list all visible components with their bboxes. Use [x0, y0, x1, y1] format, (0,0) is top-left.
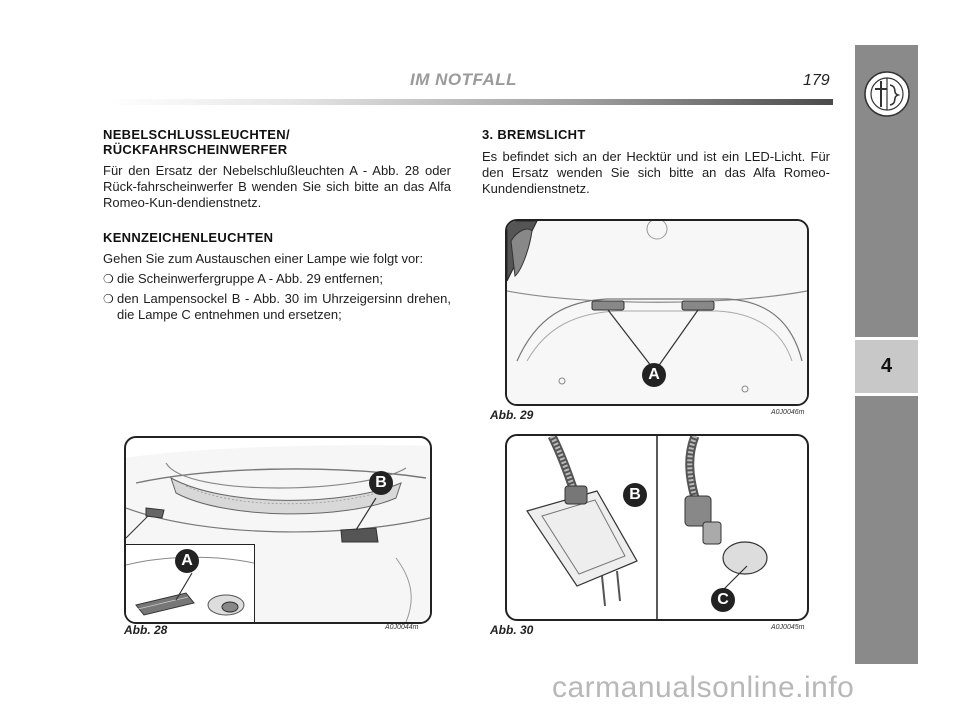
chapter-tab[interactable]: 4 — [855, 340, 918, 393]
section-title-bremslicht: 3. BREMSLICHT — [482, 127, 586, 142]
section-body-bremslicht: Es befindet sich an der Hecktür und ist … — [482, 149, 830, 196]
label-a-marker: A — [642, 363, 666, 387]
label-a-marker: A — [175, 549, 199, 573]
figure-30: B C — [505, 434, 809, 621]
section-body-nebelschluss: Für den Ersatz der Nebelschlußleuchten A… — [103, 163, 451, 210]
figure-28-caption: Abb. 28 — [124, 623, 168, 637]
watermark-text: carmanualsonline.info — [552, 671, 855, 704]
figure-29-caption: Abb. 29 — [490, 408, 534, 422]
chapter-header-title: IM NOTFALL — [410, 70, 517, 89]
label-b-marker: B — [623, 483, 647, 507]
list-item: die Scheinwerfergruppe A - Abb. 29 entfe… — [103, 271, 451, 287]
figure-30-caption: Abb. 30 — [490, 623, 534, 637]
figure-29-code: A0J0046m — [771, 409, 805, 416]
page-number: 179 — [803, 72, 830, 89]
figure-30-code: A0J0045m — [771, 624, 805, 631]
figure-28-code: A0J0044m — [385, 624, 419, 631]
header-rule — [108, 99, 833, 105]
section-title-kennzeichen: KENNZEICHENLEUCHTEN — [103, 230, 274, 245]
label-c-marker: C — [711, 588, 735, 612]
right-text-column: 3. BREMSLICHT Es befindet sich an der He… — [482, 127, 830, 197]
left-text-column: NEBELSCHLUSSLEUCHTEN/RÜCKFAHRSCHEINWERFE… — [103, 127, 451, 323]
figure-28: A B — [124, 436, 432, 624]
label-b-marker: B — [369, 471, 393, 495]
sidebar-bottom-block — [855, 396, 918, 664]
lamp-socket-illustration — [526, 436, 768, 619]
section-intro-kennzeichen: Gehen Sie zum Austauschen einer Lampe wi… — [103, 251, 424, 266]
section-title-nebelschluss: NEBELSCHLUSSLEUCHTEN/RÜCKFAHRSCHEINWERFE… — [103, 127, 290, 157]
list-item: den Lampensockel B - Abb. 30 im Uhrzeige… — [103, 291, 451, 323]
alfa-romeo-logo-icon — [864, 71, 910, 117]
figure-29: A — [505, 219, 809, 406]
